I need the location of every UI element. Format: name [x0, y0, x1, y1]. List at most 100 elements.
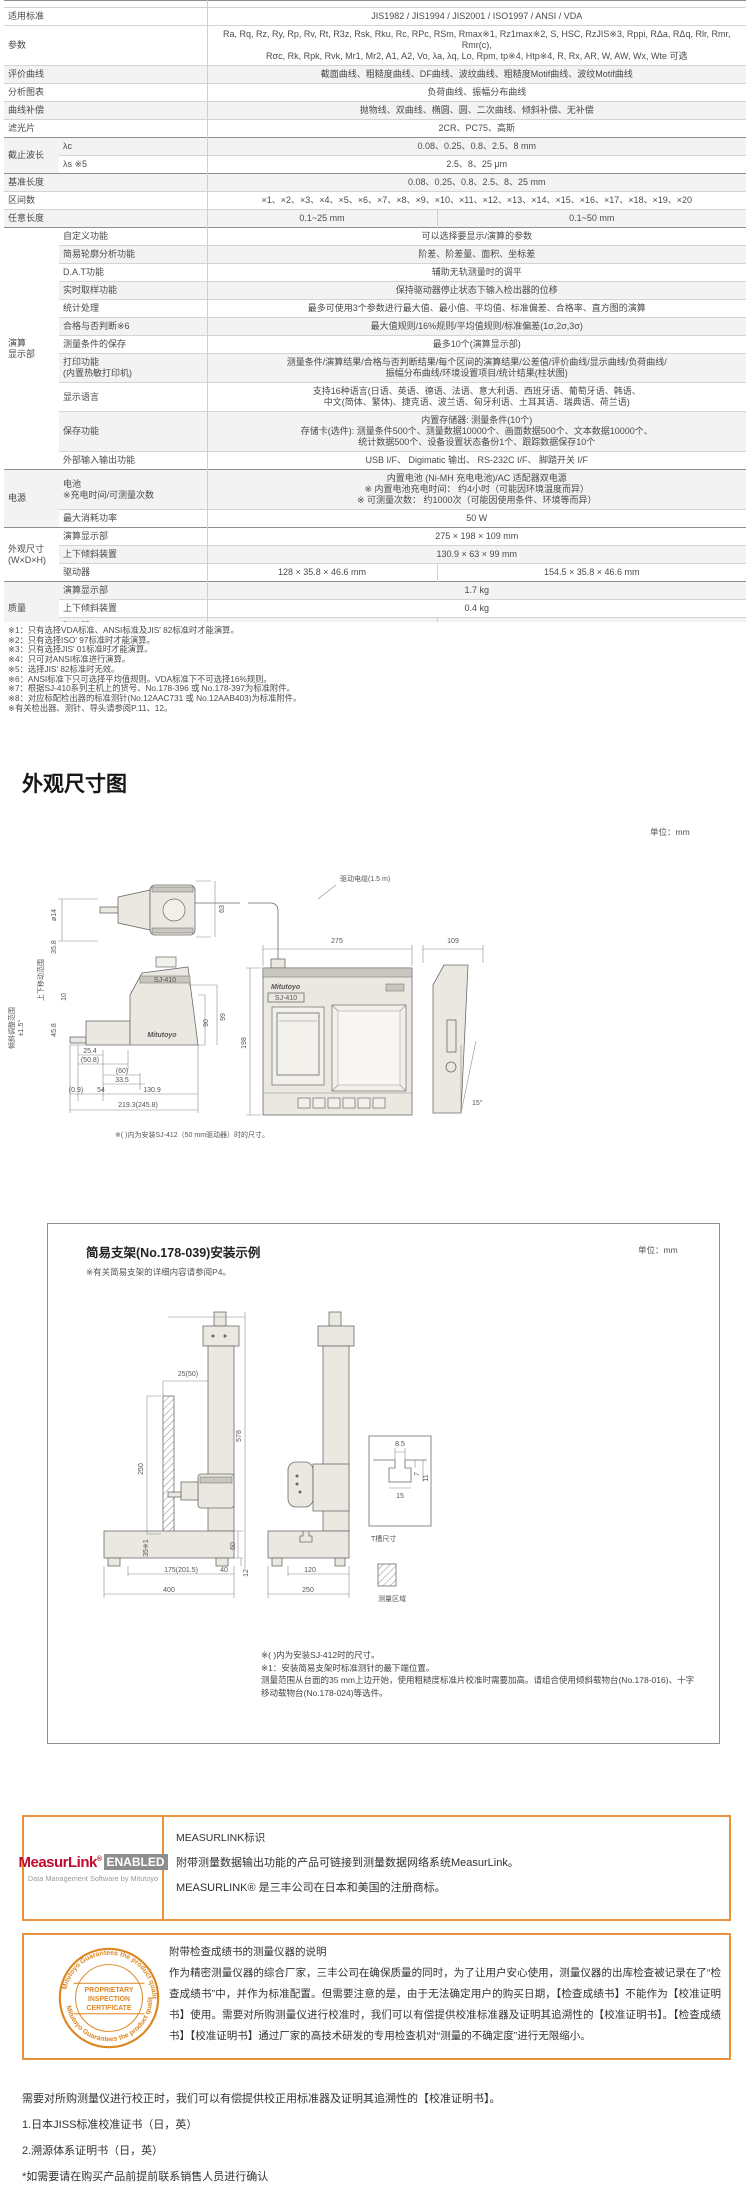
row-label: 实时取样功能	[59, 281, 207, 300]
dim-250: 250	[138, 1463, 145, 1475]
t-slot-label: T槽尺寸	[371, 1534, 396, 1543]
table-row-clipped	[4, 0, 746, 8]
base-shape	[103, 1530, 235, 1559]
row-value: 1.7 kg	[206, 581, 746, 600]
button-shape	[372, 1097, 386, 1109]
brand-label: Mitutoyo	[147, 1032, 177, 1039]
table-row: 评价曲线截面曲线、粗糙度曲线、DF曲线、波纹曲线、粗糙度Motif曲线、波纹Mo…	[4, 65, 746, 84]
row-label: 合格与否判断※6	[59, 317, 207, 336]
row-label: 测量条件的保存	[59, 335, 207, 354]
printer-shape	[271, 1006, 325, 1086]
table-row: 测量条件的保存最多10个(演算显示部)	[4, 335, 746, 354]
stand-diagram: 25(50) 250 35※1 578 60 12 175(201.5) 40 …	[103, 1311, 432, 1603]
inspection-title: 附带检查成绩书的测量仪器的说明	[169, 1946, 327, 1958]
footnote: ※4：只可对ANSI标准进行演算。	[8, 654, 131, 665]
row-value: 测量条件/演算结果/合格与否判断结果/每个区间的演算结果/公差值/评价曲线/显示…	[206, 353, 746, 383]
row-value: 154.5 × 35.8 × 46.6 mm	[436, 563, 746, 582]
closing-line: 需要对所购测量仪进行校正时，我们可以有偿提供校正用标准器及证明其追溯性的【校准证…	[22, 2093, 501, 2105]
brand-label: Mitutoyo	[271, 984, 301, 991]
row-value: USB I/F、 Digimatic 输出、 RS-232C I/F、 脚踏开关…	[206, 451, 746, 470]
column-cap-shape	[202, 1325, 240, 1347]
row-label: λc	[59, 137, 207, 156]
dim-d14: ø14	[51, 909, 58, 921]
tilt-range-value: ±1.5°	[17, 1020, 25, 1037]
footnote: ※有关检出器、测针、导头请参阅P.11、12。	[8, 702, 173, 713]
row-label: 显示语言	[59, 382, 207, 412]
table-row: 显示语言支持16种语言(日语、英语、德语、法语、意大利语、西班牙语、葡萄牙语、韩…	[4, 382, 746, 412]
dim-60: 60	[230, 1542, 237, 1550]
dim-275: 275	[331, 938, 343, 945]
row-label: 上下倾斜装置	[59, 599, 207, 618]
row-value: 0.4 kg	[206, 599, 746, 618]
row-label: 分析图表	[4, 83, 207, 102]
tilt-range-label: 倾斜调整范围	[7, 1007, 16, 1049]
unit-label: 单位：mm	[638, 1245, 678, 1255]
dim-total: 219.3(245.8)	[118, 1102, 158, 1109]
row-label: 外部输入输出功能	[59, 451, 207, 470]
base-shape	[267, 1530, 350, 1559]
row-value: 130.9 × 63 × 99 mm	[206, 545, 746, 564]
stamp-line1: PROPRIETARY	[85, 1987, 134, 1994]
dim-11: 11	[423, 1474, 430, 1481]
row-label: λs ※5	[59, 155, 207, 174]
group-label: 外观尺寸 (W×D×H)	[4, 527, 59, 582]
measurlink-box: MeasurLink® ENABLED Data Management Soft…	[18, 1815, 731, 1921]
dimension-diagram: 驱动电缆(1.5 m) ø14 35.8 63 SJ-410 Mitutoyo …	[7, 874, 484, 1139]
row-value: Ra, Rq, Rz, Ry, Rp, Rv, Rt, R3z, Rsk, Rk…	[206, 25, 746, 66]
row-value: 内置存储器: 测量条件(10个) 存储卡(选件): 测量条件500个、测量数据1…	[206, 411, 746, 452]
group-label: 质量	[4, 581, 59, 622]
row-label: 统计处理	[59, 299, 207, 318]
dim-63: 63	[219, 905, 226, 913]
unit-label: 单位：mm	[650, 827, 690, 837]
row-value: 275 × 198 × 109 mm	[206, 527, 746, 546]
model-label: SJ-410	[154, 977, 176, 984]
measurlink-line: 附带测量数据输出功能的产品可链接到测量数据网络系统MeasurLink。	[176, 1857, 519, 1869]
stand-box-notes: ※( )内为安装SJ-412时的尺寸。 ※1：安装简易支架时标准测针的最下端位置…	[261, 1650, 695, 1698]
dim-54: 54	[97, 1087, 105, 1094]
row-value: 支持16种语言(日语、英语、德语、法语、意大利语、西班牙语、葡萄牙语、韩语、 中…	[206, 382, 746, 412]
workpiece-hatched	[162, 1395, 175, 1535]
row-label: 适用标准	[4, 7, 207, 26]
row-value: 2CR、PC75、高斯	[206, 119, 746, 138]
table-row: 电源电池 ※充电时间/可测量次数内置电池 (Ni-MH 充电电池)/AC 适配器…	[4, 469, 746, 528]
row-value: 0.08、0.25、0.8、2.5、8、25 mm	[206, 173, 746, 192]
table-row: 曲线补偿抛物线、双曲线、椭圆、圆、二次曲线、倾斜补偿、无补偿	[4, 101, 746, 120]
button-shape	[357, 1097, 371, 1109]
row-value: 辅助无轨测量时的调平	[206, 263, 746, 282]
measurlink-line: MEASURLINK® 是三丰公司在日本和美国的注册商标。	[176, 1882, 446, 1894]
row-label: 基准长度	[4, 173, 207, 192]
model-label: SJ-410	[275, 995, 297, 1002]
row-value: 0.08、0.25、0.8、2.5、8 mm	[206, 137, 746, 156]
row-label: 曲线补偿	[4, 101, 207, 120]
dim-09: (0.9)	[69, 1087, 83, 1094]
footnote: ※8：对应标配检出器的标准测针(No.12AAC731 或 No.12AAB40…	[8, 692, 302, 703]
row-value: JIS1982 / JIS1994 / JIS2001 / ISO1997 / …	[206, 7, 746, 26]
stand-box-title: 简易支架(No.178-039)安装示例	[86, 1246, 261, 1260]
dim-508: (50.8)	[81, 1057, 99, 1064]
button-shape	[312, 1097, 326, 1109]
row-value: 最大值规则/16%规则/平均值规则/标准偏差(1σ,2σ,3σ)	[206, 317, 746, 336]
dim-60p: (60)	[116, 1068, 128, 1075]
dim-458: 45.8	[51, 1023, 58, 1037]
dim-250b: 250	[302, 1587, 314, 1594]
legend-area-label: 测量区域	[378, 1594, 406, 1603]
footnote: ※1：只有选择VDA标准、ANSI标准及JIS' 82标准时才能演算。	[8, 625, 239, 635]
row-value: 保持驱动器停止状态下输入检出器的位移	[206, 281, 746, 300]
stand-box-subnote: ※有关简易支架的详细内容请参阅P4。	[86, 1267, 232, 1277]
row-label: 参数	[4, 25, 207, 66]
row-label: 演算显示部	[59, 581, 207, 600]
row-value: 最多10个(演算显示部)	[206, 335, 746, 354]
row-value: 阶差、阶差量、面积、坐标差	[206, 245, 746, 264]
row-value: 2.5、8、25 μm	[206, 155, 746, 174]
row-value: 0.1~50 mm	[436, 209, 746, 228]
